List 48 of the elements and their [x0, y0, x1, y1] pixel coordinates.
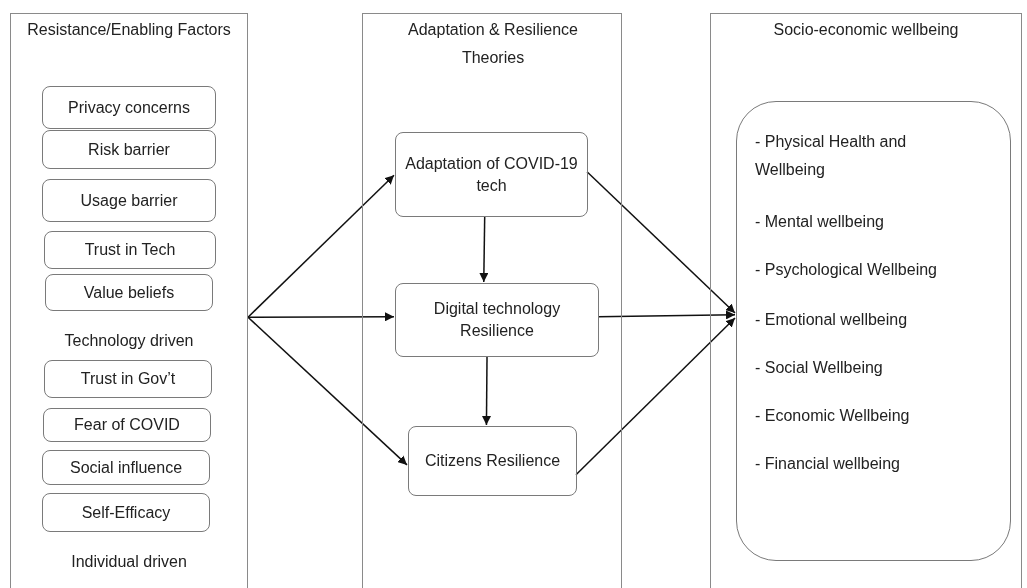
arrow — [586, 171, 736, 314]
column-panel — [362, 13, 622, 588]
panel-heading: Adaptation & Resilience Theories — [407, 20, 579, 68]
process-box — [44, 360, 212, 398]
process-box — [395, 132, 588, 217]
process-box — [395, 283, 599, 357]
group-label: Individual driven — [70, 552, 188, 572]
box-label: Usage barrier — [79, 190, 179, 211]
box-label: Citizens Resilience — [423, 451, 562, 472]
panel-heading: Socio-economic wellbeing — [772, 20, 960, 40]
list-item: - Social Wellbeing — [755, 358, 884, 378]
process-box — [42, 450, 210, 485]
box-label: Risk barrier — [87, 139, 171, 160]
box-label: Self-Efficacy — [80, 502, 172, 523]
arrow — [247, 316, 408, 466]
arrow — [479, 215, 489, 283]
box-label: Digital technology Resilience — [432, 299, 562, 341]
arrow — [247, 174, 395, 318]
box-label: Fear of COVID — [73, 415, 181, 436]
box-label: Trust in Tech — [83, 240, 177, 261]
process-box — [45, 274, 213, 311]
list-item: - Economic Wellbeing — [755, 406, 911, 426]
process-box — [43, 408, 211, 442]
process-box — [408, 426, 577, 496]
process-box — [42, 179, 216, 222]
process-box — [42, 130, 216, 169]
column-panel — [10, 13, 248, 588]
process-box — [44, 231, 216, 269]
arrow — [575, 317, 736, 476]
box-label: Trust in Gov’t — [79, 369, 177, 390]
box-label: Social influence — [68, 457, 184, 478]
arrow — [597, 310, 736, 320]
list-item: - Financial wellbeing — [755, 454, 901, 474]
process-box — [42, 86, 216, 129]
group-label: Technology driven — [63, 331, 195, 351]
list-item: - Mental wellbeing — [755, 212, 885, 232]
rounded-list-box — [736, 101, 1011, 561]
list-item: - Emotional wellbeing — [755, 310, 909, 330]
process-box — [42, 493, 210, 532]
box-label: Adaptation of COVID-19 tech — [404, 153, 579, 196]
box-label: Privacy concerns — [67, 97, 191, 118]
list-item: - Psychological Wellbeing — [755, 260, 938, 280]
panel-heading: Resistance/Enabling Factors — [26, 20, 232, 40]
column-panel — [710, 13, 1022, 588]
arrow — [482, 355, 491, 426]
arrow — [247, 312, 395, 322]
box-label: Value beliefs — [82, 282, 176, 303]
list-item: - Physical Health and Wellbeing — [755, 132, 908, 180]
